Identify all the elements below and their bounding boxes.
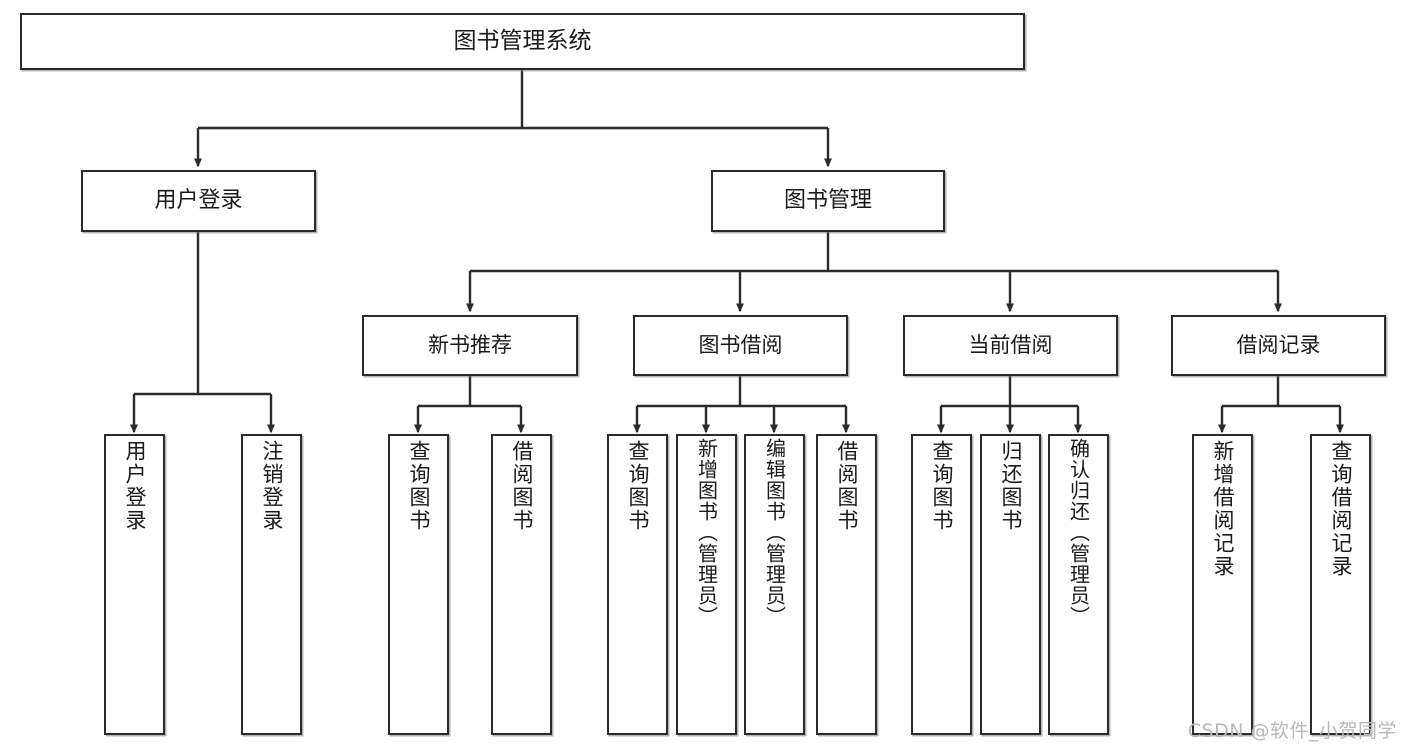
node-new-book-recommend-label: 新书推荐 xyxy=(428,333,512,358)
leaf-query-book-borrow-label: 查询图书 xyxy=(626,440,650,532)
node-book-borrow[interactable]: 图书借阅 xyxy=(633,315,848,376)
node-user-login[interactable]: 用户登录 xyxy=(81,170,316,232)
leaf-add-book-admin[interactable]: 新增图书（管理员） xyxy=(676,434,737,735)
leaf-query-book-recommend-label: 查询图书 xyxy=(407,440,431,532)
leaf-borrow-book-label: 借阅图书 xyxy=(835,440,859,532)
leaf-query-book-current-label: 查询图书 xyxy=(930,440,954,532)
leaf-confirm-return-admin-label: 确认归还（管理员） xyxy=(1066,438,1091,627)
node-current-borrow[interactable]: 当前借阅 xyxy=(903,315,1118,376)
node-book-management[interactable]: 图书管理 xyxy=(711,170,945,232)
leaf-borrow-book-recommend-label: 借阅图书 xyxy=(510,440,534,532)
leaf-borrow-book[interactable]: 借阅图书 xyxy=(816,434,877,735)
leaf-query-book-recommend[interactable]: 查询图书 xyxy=(388,434,449,735)
leaf-logout-login-label: 注销登录 xyxy=(260,440,284,532)
leaf-query-book-borrow[interactable]: 查询图书 xyxy=(607,434,668,735)
csdn-watermark: CSDN @软件_小贺同学 xyxy=(1187,720,1397,742)
node-user-login-label: 用户登录 xyxy=(154,187,243,213)
node-borrow-record-label: 借阅记录 xyxy=(1236,333,1321,358)
leaf-user-login[interactable]: 用户登录 xyxy=(104,434,165,735)
node-current-borrow-label: 当前借阅 xyxy=(968,333,1053,358)
node-root-book-management-system[interactable]: 图书管理系统 xyxy=(20,13,1025,70)
leaf-logout-login[interactable]: 注销登录 xyxy=(241,434,302,735)
leaf-add-borrow-record-label: 新增借阅记录 xyxy=(1211,440,1235,578)
leaf-query-borrow-record-label: 查询借阅记录 xyxy=(1329,440,1353,578)
node-root-label: 图书管理系统 xyxy=(453,27,592,54)
leaf-edit-book-admin-label: 编辑图书（管理员） xyxy=(762,438,787,627)
leaf-edit-book-admin[interactable]: 编辑图书（管理员） xyxy=(744,434,805,735)
leaf-borrow-book-recommend[interactable]: 借阅图书 xyxy=(491,434,552,735)
leaf-return-book-label: 归还图书 xyxy=(999,440,1023,532)
node-book-borrow-label: 图书借阅 xyxy=(698,333,783,358)
node-book-management-label: 图书管理 xyxy=(783,187,872,213)
leaf-query-book-current[interactable]: 查询图书 xyxy=(911,434,972,735)
leaf-add-book-admin-label: 新增图书（管理员） xyxy=(694,438,719,627)
leaf-return-book[interactable]: 归还图书 xyxy=(980,434,1041,735)
node-borrow-record[interactable]: 借阅记录 xyxy=(1171,315,1386,376)
node-new-book-recommend[interactable]: 新书推荐 xyxy=(362,315,578,376)
leaf-user-login-label: 用户登录 xyxy=(123,440,147,532)
leaf-query-borrow-record[interactable]: 查询借阅记录 xyxy=(1310,434,1371,735)
leaf-confirm-return-admin[interactable]: 确认归还（管理员） xyxy=(1048,434,1109,735)
leaf-add-borrow-record[interactable]: 新增借阅记录 xyxy=(1192,434,1253,735)
